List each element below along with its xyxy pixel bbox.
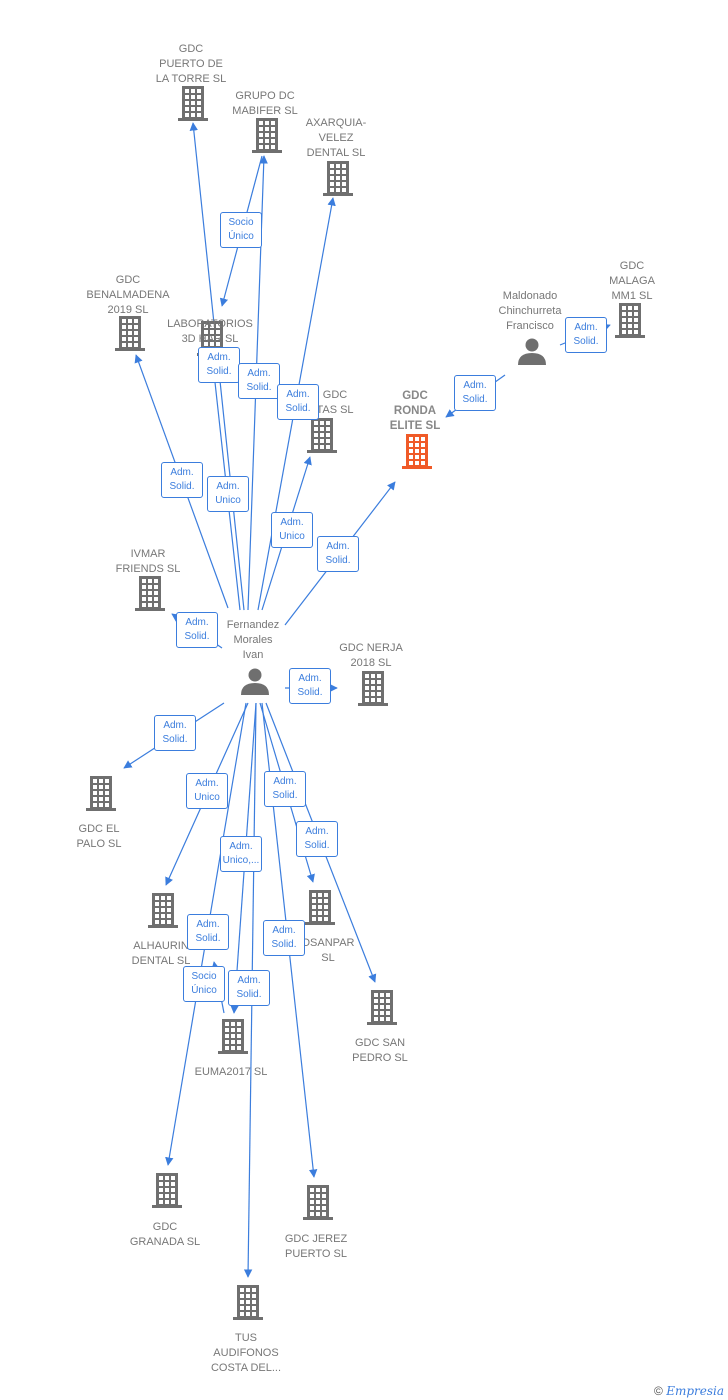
edge-label-fernandez-to-alhaurin[interactable]: Adm. Unico: [186, 773, 228, 809]
building-icon-puerto_torre[interactable]: [178, 86, 208, 121]
building-icon-alhaurin[interactable]: [148, 893, 178, 928]
person-icon-fernandez[interactable]: [241, 668, 269, 696]
node-label-jerez[interactable]: GDC JEREZ PUERTO SL: [284, 1233, 348, 1260]
node-label-fernandez[interactable]: Fernandez Morales Ivan: [226, 619, 280, 661]
node-label-mabifer[interactable]: GRUPO DC MABIFER SL: [232, 90, 298, 117]
node-label-laboratorios[interactable]: LABORATORIOS 3D HAR SL: [167, 318, 253, 345]
edge-label-fernandez-to-puerto_torre[interactable]: Adm. Solid.: [198, 347, 240, 383]
footer-brand[interactable]: © Empresia: [654, 1384, 724, 1398]
edge-label-euma-to-alhaurin[interactable]: Socio Único: [183, 966, 225, 1002]
edge-label-fernandez-to-gdc_tas[interactable]: Adm. Unico: [271, 512, 313, 548]
edge-label-maldonado-to-ronda[interactable]: Adm. Solid.: [454, 375, 496, 411]
edge-label-fernandez-to-mabifer[interactable]: Adm. Solid.: [238, 363, 280, 399]
edge-label-fernandez-to-euma[interactable]: Adm. Unico,...: [220, 836, 262, 872]
edge-label-fernandez-to-ivmar[interactable]: Adm. Solid.: [176, 612, 218, 648]
node-label-audifonos[interactable]: TUS AUDIFONOS COSTA DEL...: [210, 1332, 282, 1374]
node-label-maldonado[interactable]: Maldonado Chinchurreta Francisco: [498, 290, 562, 332]
brand-name: Empresia: [666, 1384, 724, 1398]
edge-label-fernandez-to-el_palo[interactable]: Adm. Solid.: [154, 715, 196, 751]
node-label-granada[interactable]: GDC GRANADA SL: [129, 1221, 201, 1248]
node-label-gdc_tas[interactable]: GDC TAS SL: [316, 389, 354, 416]
edge-label-fernandez-to-san_pedro[interactable]: Adm. Solid.: [296, 821, 338, 857]
edge-label-fernandez-to-ronda[interactable]: Adm. Solid.: [317, 536, 359, 572]
node-label-benalmadena[interactable]: GDC BENALMADENA 2019 SL: [86, 274, 170, 316]
edge-label-fernandez-to-axarquia[interactable]: Adm. Solid.: [277, 384, 319, 420]
person-icon-maldonado[interactable]: [518, 338, 546, 366]
node-label-puerto_torre[interactable]: GDC PUERTO DE LA TORRE SL: [155, 43, 227, 85]
building-icon-ronda[interactable]: [402, 434, 432, 469]
building-icon-san_pedro[interactable]: [367, 990, 397, 1025]
edge-label-fernandez-to-laboratorios[interactable]: Adm. Unico: [207, 476, 249, 512]
edge-label-fernandez-to-jerez[interactable]: Adm. Solid.: [263, 920, 305, 956]
building-icon-el_palo[interactable]: [86, 776, 116, 811]
building-icon-gdc_tas[interactable]: [307, 418, 337, 453]
building-icon-mabifer[interactable]: [252, 118, 282, 153]
node-label-euma[interactable]: EUMA2017 SL: [194, 1066, 268, 1078]
node-label-san_pedro[interactable]: GDC SAN PEDRO SL: [352, 1037, 408, 1064]
building-icon-nerja[interactable]: [358, 671, 388, 706]
node-label-axarquia[interactable]: AXARQUIA- VELEZ DENTAL SL: [305, 117, 367, 159]
node-label-ronda[interactable]: GDC RONDA ELITE SL: [389, 390, 441, 432]
building-icon-malaga_mm1[interactable]: [615, 303, 645, 338]
edge-label-fernandez-to-nerja[interactable]: Adm. Solid.: [289, 668, 331, 704]
node-label-ivmar[interactable]: IVMAR FRIENDS SL: [115, 548, 181, 575]
node-label-osanpar[interactable]: OSANPAR SL: [301, 937, 355, 964]
building-icon-jerez[interactable]: [303, 1185, 333, 1220]
node-label-el_palo[interactable]: GDC EL PALO SL: [76, 823, 122, 850]
node-label-alhaurin[interactable]: ALHAURIN DENTAL SL: [131, 940, 191, 967]
building-icon-ivmar[interactable]: [135, 576, 165, 611]
edge-label-maldonado-to-malaga_mm1[interactable]: Adm. Solid.: [565, 317, 607, 353]
building-icon-granada[interactable]: [152, 1173, 182, 1208]
edge-label-fernandez-to-audifonos[interactable]: Adm. Solid.: [228, 970, 270, 1006]
building-icon-osanpar[interactable]: [305, 890, 335, 925]
edge-label-fernandez-to-benalmadena[interactable]: Adm. Solid.: [161, 462, 203, 498]
building-icon-benalmadena[interactable]: [115, 316, 145, 351]
building-icon-audifonos[interactable]: [233, 1285, 263, 1320]
edge-label-fernandez-to-osanpar[interactable]: Adm. Solid.: [264, 771, 306, 807]
node-label-nerja[interactable]: GDC NERJA 2018 SL: [339, 642, 403, 669]
building-icon-euma[interactable]: [218, 1019, 248, 1054]
edge-label-mabifer-to-laboratorios[interactable]: Socio Único: [220, 212, 262, 248]
copyright-symbol: ©: [654, 1384, 663, 1398]
building-icon-axarquia[interactable]: [323, 161, 353, 196]
node-label-malaga_mm1[interactable]: GDC MALAGA MM1 SL: [609, 260, 655, 302]
edge-label-fernandez-to-granada[interactable]: Adm. Solid.: [187, 914, 229, 950]
